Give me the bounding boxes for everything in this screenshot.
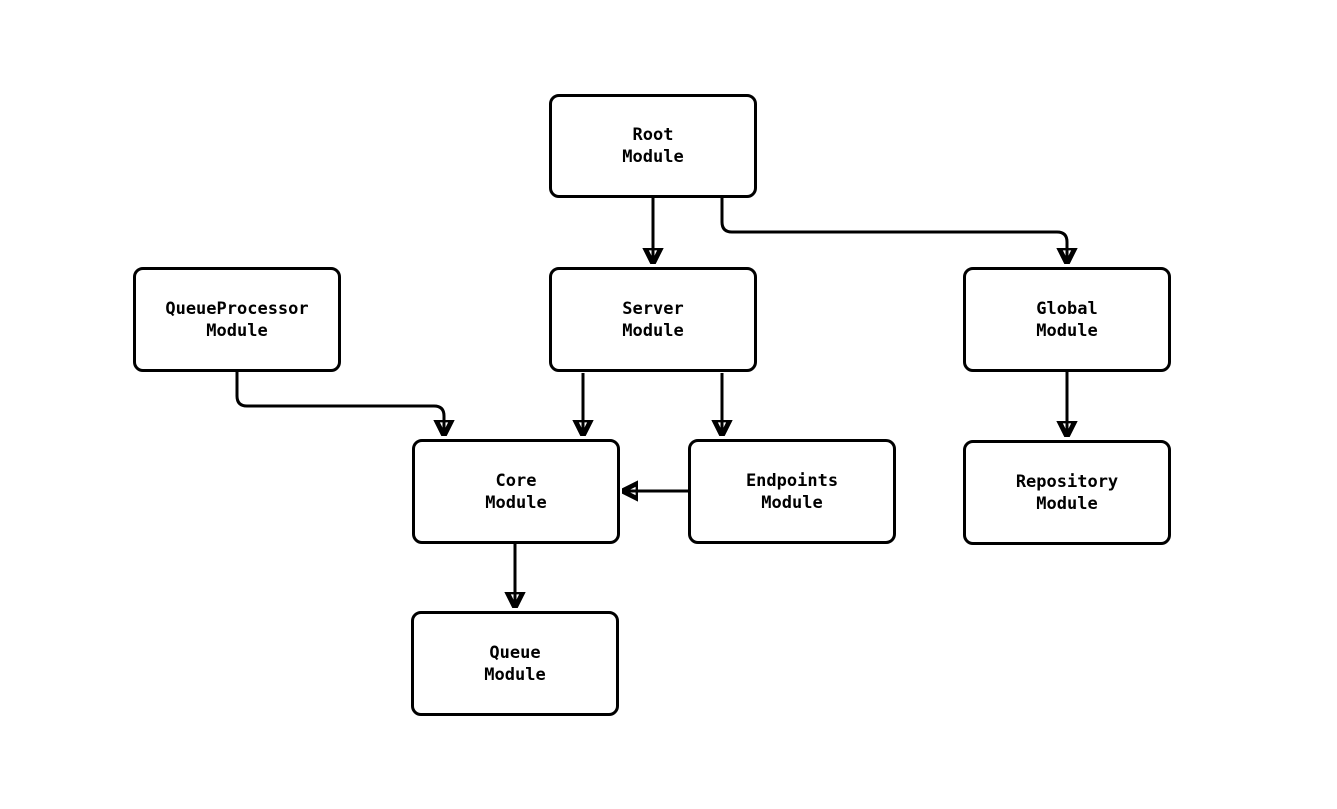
node-server-module-label-line1: Server	[622, 298, 684, 319]
node-endpoints-module-label-line1: Endpoints	[745, 470, 839, 491]
node-queue-module: Queue Module	[411, 611, 619, 716]
edge-root-to-global	[720, 198, 1067, 264]
node-global-module: Global Module	[963, 267, 1171, 372]
node-repository-module: Repository Module	[963, 440, 1171, 545]
node-queue-module-label-line1: Queue	[489, 642, 541, 663]
node-endpoints-module-label-line2: Module	[761, 492, 823, 513]
node-queueprocessor-module-label-line1: QueueProcessor	[165, 298, 309, 319]
node-core-module-label-line2: Module	[485, 492, 547, 513]
node-core-module-label-line1: Core	[495, 470, 537, 491]
edge-queueprocessor-to-core	[235, 372, 444, 436]
node-endpoints-module: Endpoints Module	[688, 439, 896, 544]
node-repository-module-label-line2: Module	[1036, 493, 1098, 514]
node-root-module-label-line2: Module	[622, 147, 684, 167]
node-root-module: Root Module	[549, 94, 757, 198]
node-global-module-label-line1: Global	[1036, 298, 1098, 319]
node-queue-module-label-line2: Module	[484, 664, 546, 685]
node-root-module-label-line1: Root	[632, 125, 674, 145]
node-server-module-label-line2: Module	[622, 320, 684, 341]
node-repository-module-label-line1: Repository	[1015, 471, 1119, 492]
node-core-module: Core Module	[412, 439, 620, 544]
node-queueprocessor-module: QueueProcessor Module	[133, 267, 341, 372]
node-server-module: Server Module	[549, 267, 757, 372]
node-global-module-label-line2: Module	[1036, 320, 1098, 341]
node-queueprocessor-module-label-line2: Module	[206, 320, 268, 341]
